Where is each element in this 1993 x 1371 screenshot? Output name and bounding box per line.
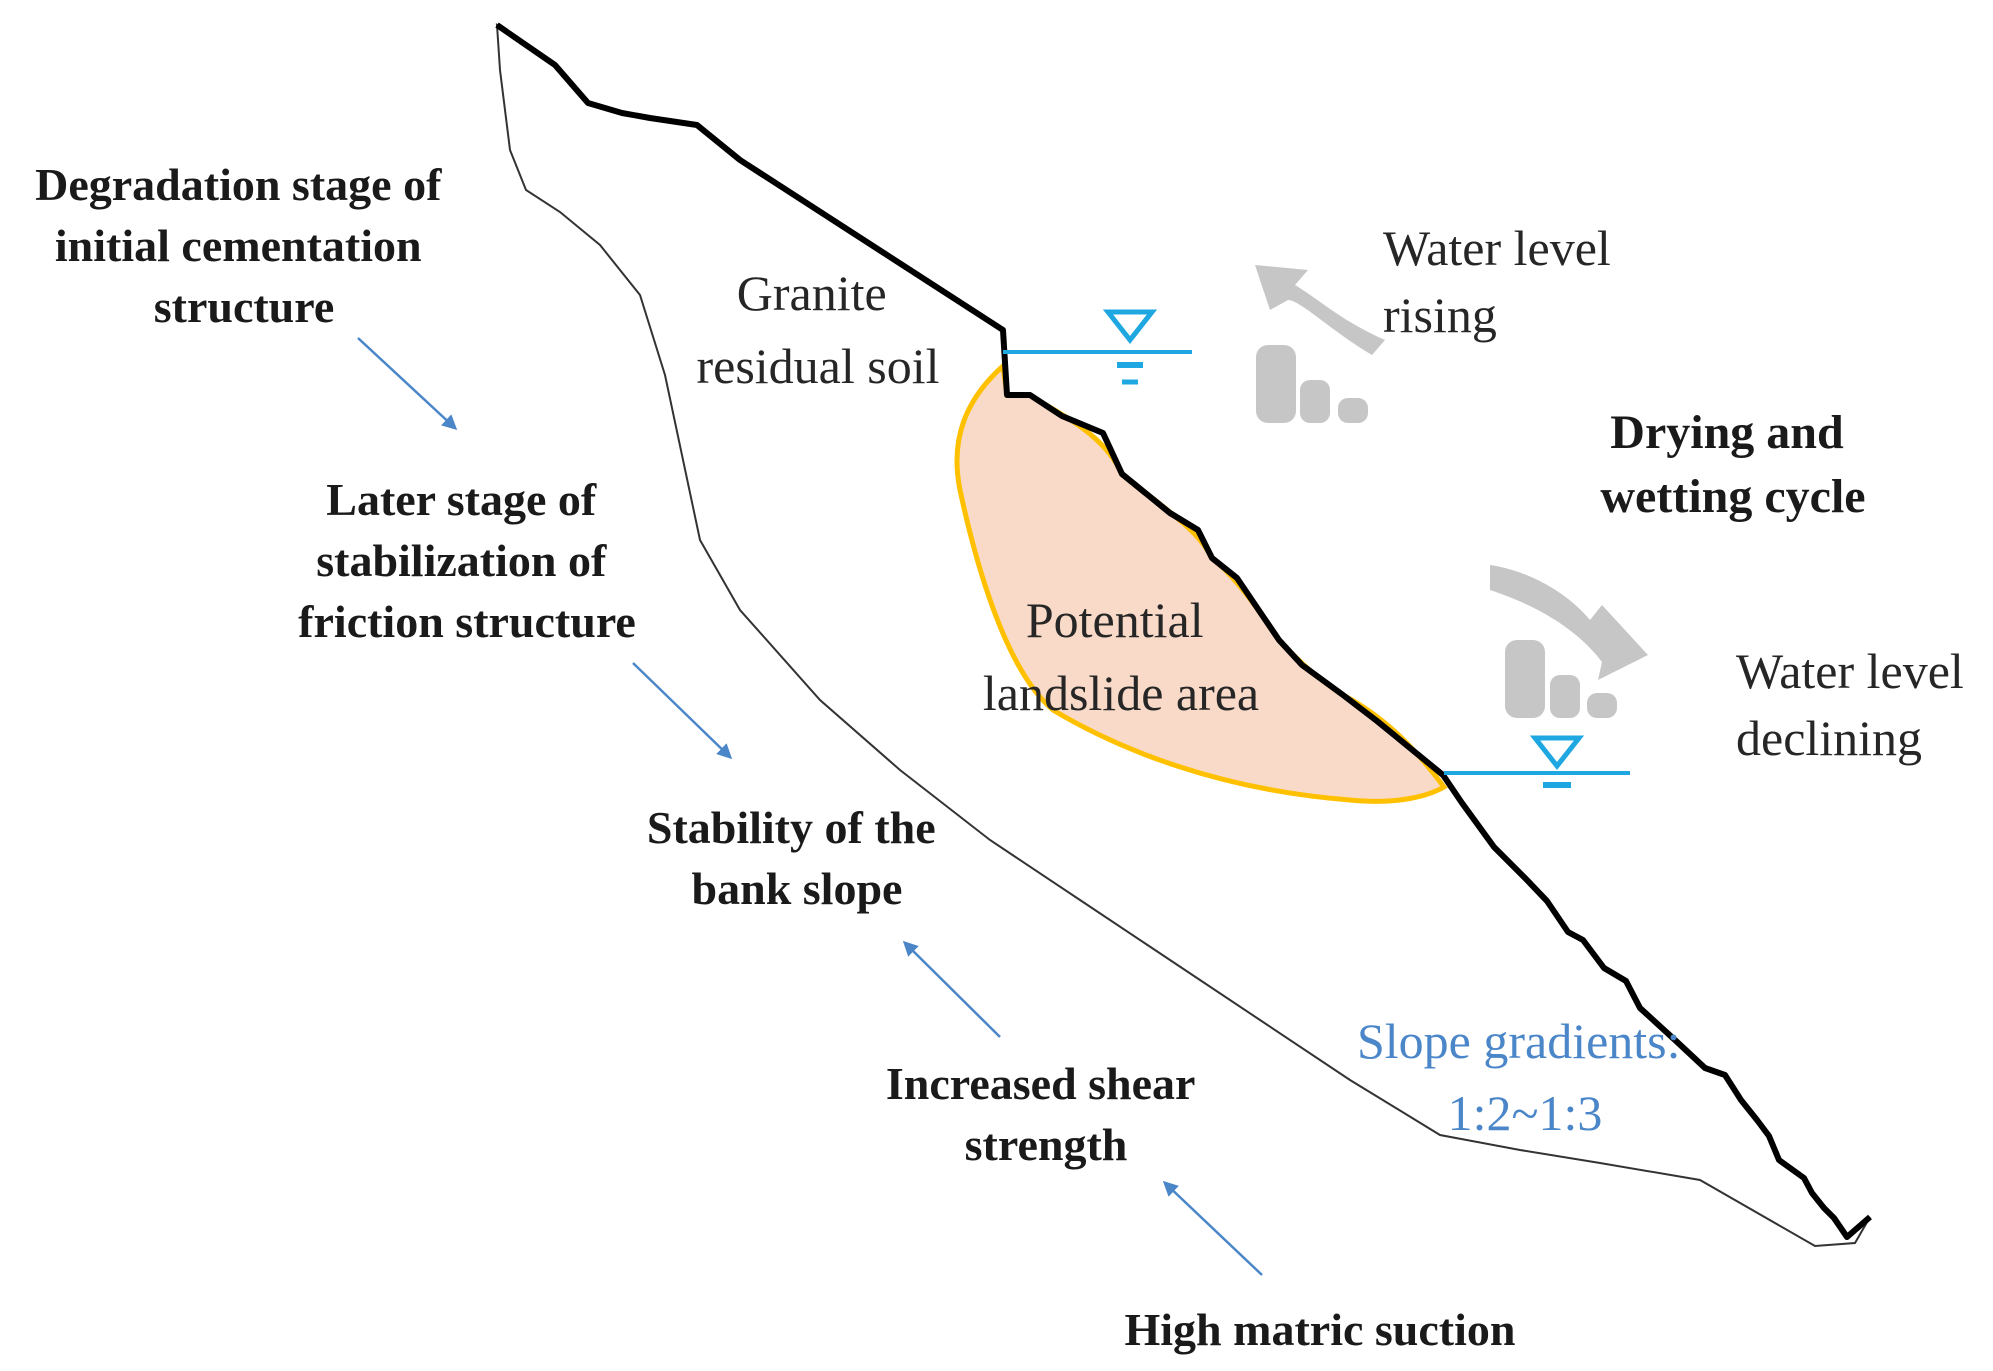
water-declining-icon (1490, 565, 1648, 718)
arrow-suction-to-shear (1162, 1180, 1263, 1276)
label-degradation-stage: Degradation stage of initial cementation… (35, 159, 453, 332)
label-water-level-declining: Water level declining (1736, 643, 1976, 766)
label-potential-landslide: Potential landslide area (983, 592, 1259, 721)
label-water-level-rising: Water level rising (1383, 220, 1623, 343)
label-later-stage: Later stage of stabilization of friction… (298, 474, 636, 647)
label-stability: Stability of the bank slope (647, 802, 947, 914)
arrow-degradation-to-later (357, 337, 458, 431)
water-rising-icon (1255, 265, 1385, 423)
water-level-triangle-icon (1529, 735, 1585, 771)
water-table-upper (1003, 309, 1192, 385)
water-table-lower (1444, 735, 1630, 788)
arrow-shear-to-stability (902, 940, 1001, 1038)
arrow-later-to-stability (632, 662, 733, 760)
label-slope-gradients: Slope gradients: 1:2~1:3 (1357, 1013, 1693, 1141)
label-increased-shear: Increased shear strength (886, 1058, 1206, 1170)
label-granite-residual-soil: Granite residual soil (696, 265, 939, 394)
water-level-triangle-icon (1102, 309, 1158, 345)
label-high-matric-suction: High matric suction (1125, 1304, 1516, 1355)
label-drying-wetting-cycle: Drying and wetting cycle (1600, 406, 1865, 523)
process-arrows (357, 337, 1263, 1276)
